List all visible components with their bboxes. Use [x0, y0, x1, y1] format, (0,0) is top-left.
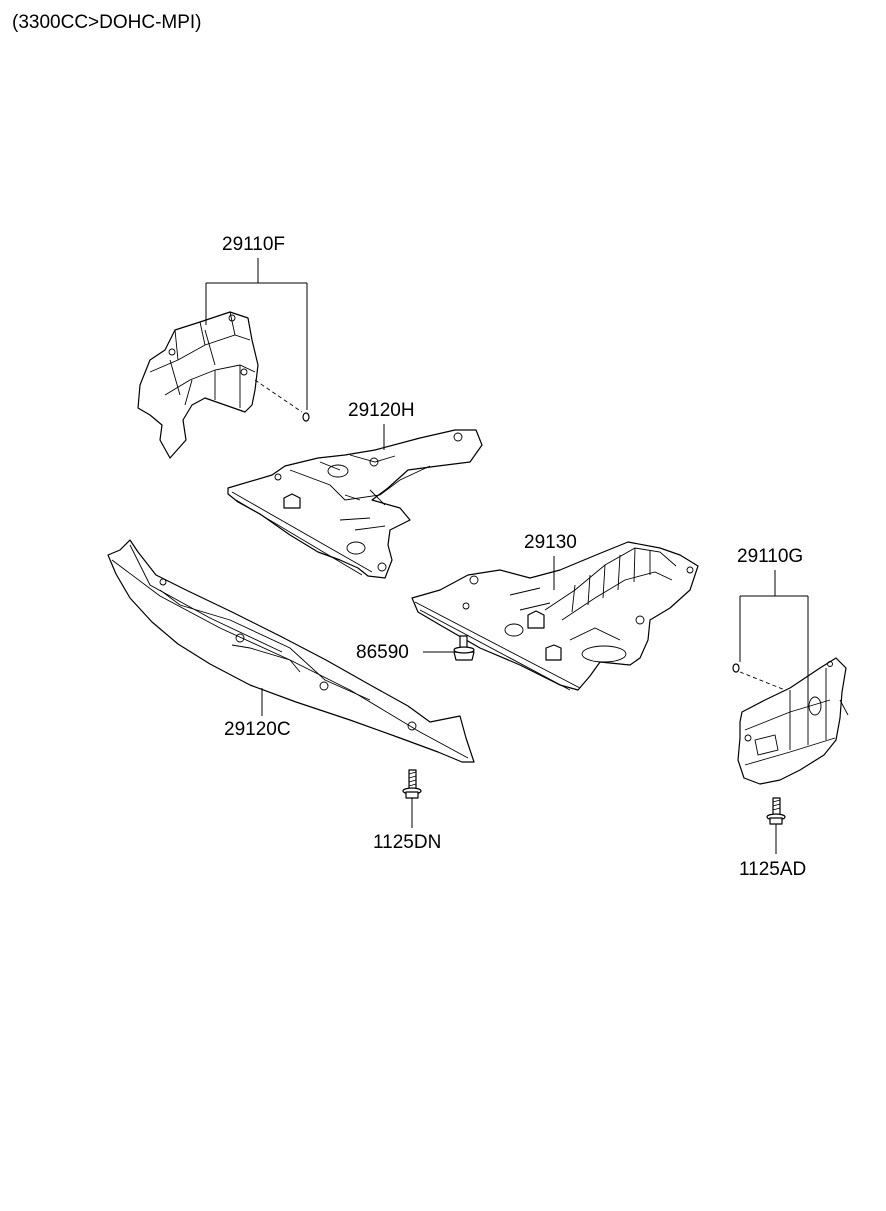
part-number-29130: 29130	[524, 532, 577, 553]
part-number-1125DN: 1125DN	[373, 832, 442, 853]
part-number-29120H: 29120H	[348, 400, 415, 421]
engine-spec-title: (3300CC>DOHC-MPI)	[12, 12, 202, 33]
leader-29110F	[205, 258, 308, 410]
part-number-29120C: 29120C	[224, 719, 291, 740]
part-29120H-drawing	[227, 429, 483, 579]
part-1125DN-drawing	[402, 769, 422, 799]
part-86590-drawing	[453, 635, 475, 661]
leader-29110G	[739, 570, 809, 700]
part-number-1125AD: 1125AD	[739, 859, 807, 880]
part-29120C-drawing	[107, 539, 475, 763]
part-29130-drawing	[411, 541, 699, 691]
part-number-29110G: 29110G	[737, 546, 804, 567]
part-1125AD-drawing	[766, 797, 786, 825]
part-number-86590: 86590	[356, 642, 409, 663]
part-number-29110F: 29110F	[222, 234, 286, 255]
part-29110G-drawing	[732, 657, 849, 785]
part-29110F-drawing	[137, 311, 310, 459]
